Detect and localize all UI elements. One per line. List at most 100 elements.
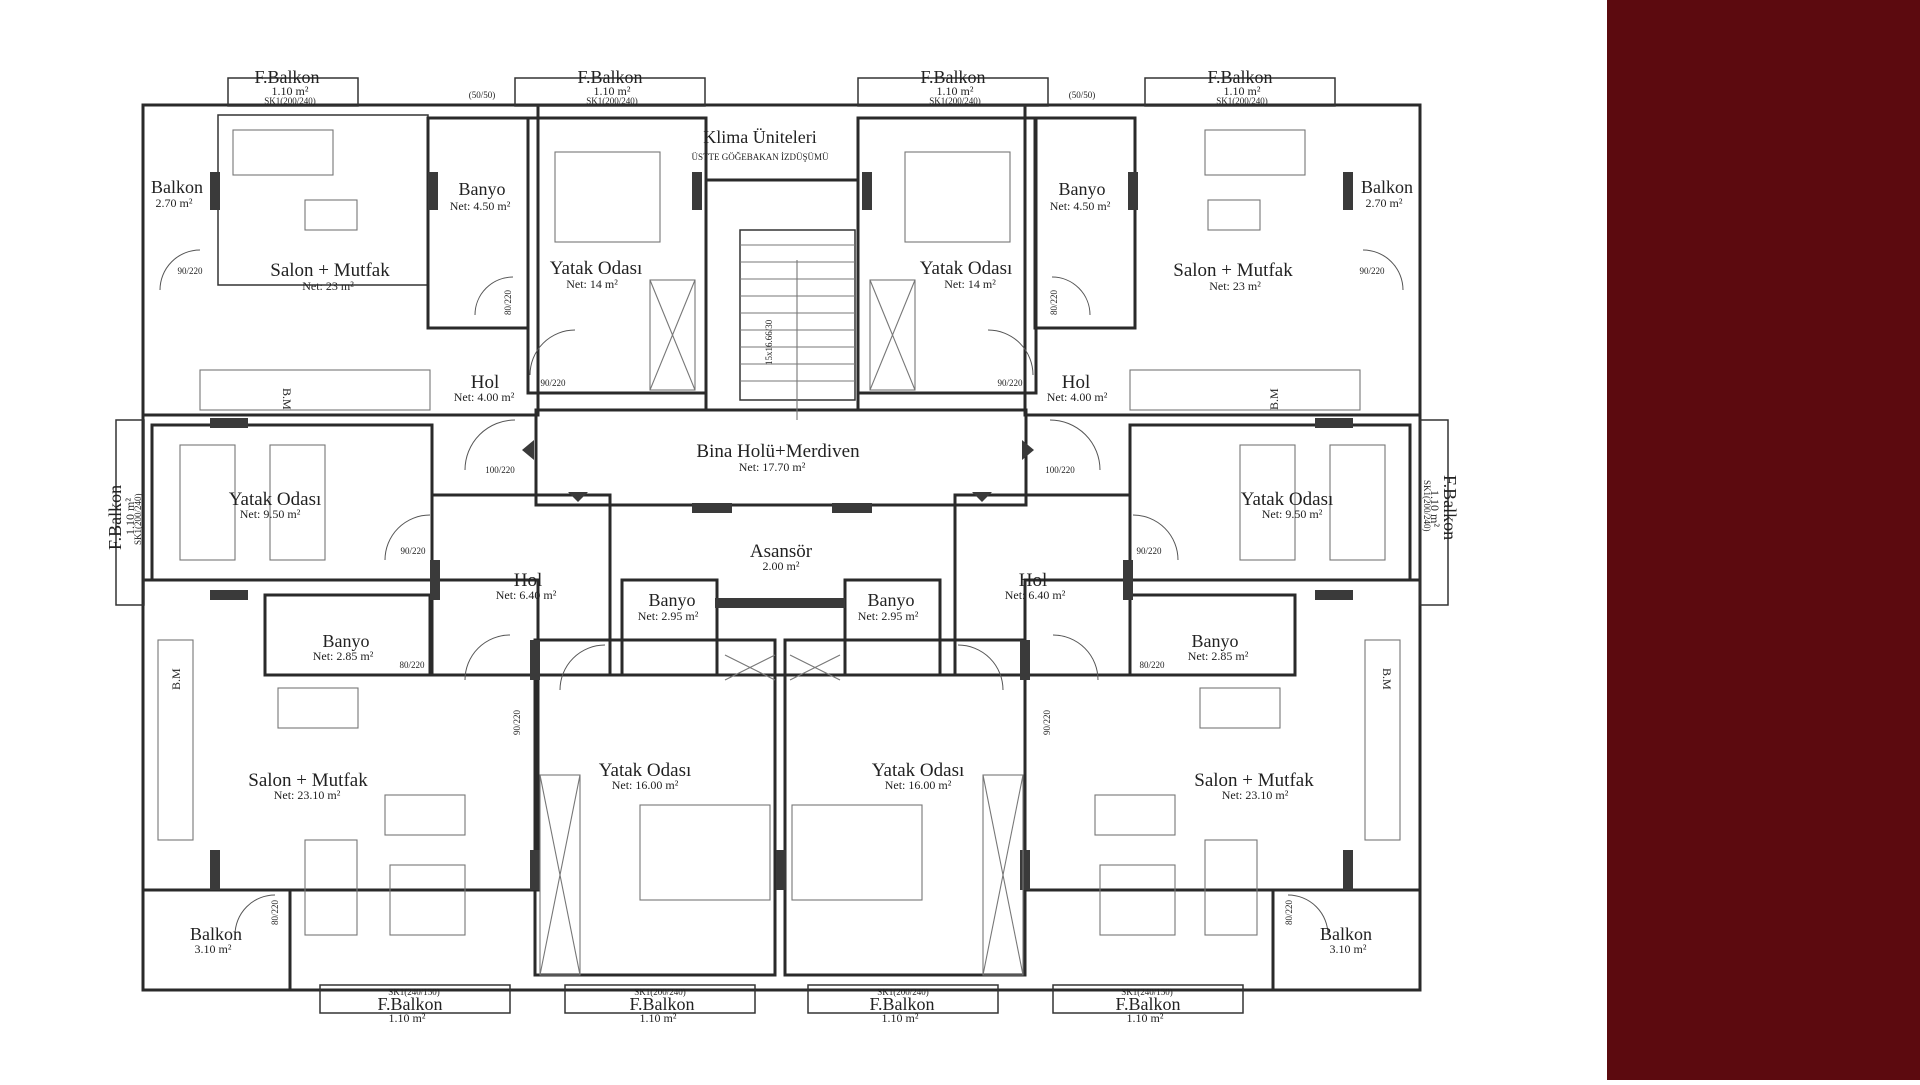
door-swings: [159, 249, 1404, 936]
banyo-cr-area: Net: 2.95 m²: [858, 609, 919, 623]
furniture: [157, 129, 1401, 976]
walls: [141, 103, 1422, 992]
door-code-1: 90/220: [177, 266, 203, 276]
fbalkon-top-4-code: SK1(200/240): [1216, 96, 1268, 106]
hol-tr-name: Hol: [1062, 372, 1091, 393]
bina-holu-area: Net: 17.70 m²: [739, 460, 806, 474]
elevator-shaft: [724, 654, 841, 681]
fbalkon-bot-1-area: 1.10 m²: [389, 1011, 426, 1025]
balkon-tl-area: 2.70 m²: [156, 196, 193, 210]
door-code-4: 80/220: [1049, 289, 1059, 315]
banyo-tr-name: Banyo: [1059, 179, 1106, 199]
stair-note: 15x16.66/30: [764, 319, 774, 365]
door-code-13: 90/220: [512, 709, 522, 735]
salon-tl-name: Salon + Mutfak: [270, 260, 390, 281]
yatak-br-name: Yatak Odası: [872, 760, 965, 781]
salon-br-area: Net: 23.10 m²: [1222, 788, 1289, 802]
bm-label-tr: B.M: [1267, 388, 1281, 410]
hol-tl-area: Net: 4.00 m²: [454, 390, 515, 404]
fbalkon-l-area: 1.10 m²: [123, 498, 137, 535]
floor-plan: 15x16.66/30: [105, 67, 1460, 1025]
balkon-br-area: 3.10 m²: [1330, 942, 1367, 956]
door-code-15: 80/220: [270, 899, 280, 925]
fbalkon-top-4-area: 1.10 m²: [1224, 84, 1261, 98]
door-code-8: 100/220: [1045, 465, 1075, 475]
yatak-ml-name: Yatak Odası: [229, 489, 322, 510]
balkon-br-name: Balkon: [1320, 924, 1372, 944]
salon-bl-area: Net: 23.10 m²: [274, 788, 341, 802]
yatak-br-area: Net: 16.00 m²: [885, 778, 952, 792]
yatak-ml-area: Net: 9.50 m²: [240, 507, 301, 521]
hol-mr-name: Hol: [1019, 570, 1048, 591]
fbalkon-top-3-area: 1.10 m²: [937, 84, 974, 98]
entry-arrows: [522, 440, 1034, 502]
banyo-ml-name: Banyo: [323, 631, 370, 651]
salon-bl-name: Salon + Mutfak: [248, 770, 368, 791]
balconies: [115, 77, 1449, 1014]
fbalkon-top-2-code: SK1(200/240): [586, 96, 638, 106]
fbalkon-top-2-name: F.Balkon: [577, 67, 642, 87]
fbalkon-bot-1-name: F.Balkon: [377, 994, 442, 1014]
hol-mr-area: Net: 6.40 m²: [1005, 588, 1066, 602]
salon-tr-area: Net: 23 m²: [1209, 279, 1261, 293]
asansor-name: Asansör: [750, 541, 813, 562]
fbalkon-bot-4-area: 1.10 m²: [1127, 1011, 1164, 1025]
fbalkon-r-name: F.Balkon: [1440, 475, 1460, 540]
fbalkon-top-3-code: SK1(200/240): [929, 96, 981, 106]
banyo-mr-name: Banyo: [1192, 631, 1239, 651]
yatak-tr-area: Net: 14 m²: [944, 277, 996, 291]
banyo-ml-area: Net: 2.85 m²: [313, 649, 374, 663]
balkon-bl-area: 3.10 m²: [195, 942, 232, 956]
salon-tl-area: Net: 23 m²: [302, 279, 354, 293]
door-code-14: 90/220: [1042, 709, 1052, 735]
salon-br-name: Salon + Mutfak: [1194, 770, 1314, 791]
bm-label-br: B.M: [1380, 668, 1394, 690]
fbalkon-l-name: F.Balkon: [105, 485, 125, 550]
salon-tr-name: Salon + Mutfak: [1173, 260, 1293, 281]
banyo-tl-area: Net: 4.50 m²: [450, 199, 511, 213]
floor-plan-drawing: 15x16.66/30: [105, 67, 1460, 1025]
door-code-11: 80/220: [399, 660, 425, 670]
banyo-tl-name: Banyo: [459, 179, 506, 199]
banyo-cl-area: Net: 2.95 m²: [638, 609, 699, 623]
yatak-tr-name: Yatak Odası: [920, 258, 1013, 279]
yatak-bl-name: Yatak Odası: [599, 760, 692, 781]
fbalkon-top-1-area: 1.10 m²: [272, 84, 309, 98]
staircase: 15x16.66/30: [739, 229, 856, 420]
balkon-tr-name: Balkon: [1361, 177, 1413, 197]
fbalkon-bot-4-name: F.Balkon: [1115, 994, 1180, 1014]
window-code-left: (50/50): [469, 90, 496, 100]
asansor-area: 2.00 m²: [763, 559, 800, 573]
door-code-12: 80/220: [1139, 660, 1165, 670]
klima-label: Klima Üniteleri: [703, 127, 816, 147]
yatak-tl-name: Yatak Odası: [550, 258, 643, 279]
fbalkon-r-area: 1.10 m²: [1428, 490, 1442, 527]
fbalkon-bot-2-area: 1.10 m²: [640, 1011, 677, 1025]
bina-holu-name: Bina Holü+Merdiven: [696, 441, 860, 462]
fbalkon-l-code: SK1(200/240): [133, 493, 143, 545]
fbalkon-top-3-name: F.Balkon: [920, 67, 985, 87]
columns: [210, 172, 1353, 890]
fbalkon-bot-3-area: 1.10 m²: [882, 1011, 919, 1025]
fbalkon-bot-1-code: SK1(240/150): [388, 987, 440, 997]
side-panel: [1607, 0, 1920, 1080]
door-code-7: 100/220: [485, 465, 515, 475]
balkon-tr-area: 2.70 m²: [1366, 196, 1403, 210]
fbalkon-top-1-name: F.Balkon: [254, 67, 319, 87]
banyo-cl-name: Banyo: [649, 590, 696, 610]
klima-note: ÜSTTE GÖĞEBAKAN İZDÜŞÜMÜ: [692, 152, 829, 162]
hol-tr-area: Net: 4.00 m²: [1047, 390, 1108, 404]
yatak-tl-area: Net: 14 m²: [566, 277, 618, 291]
hol-tl-name: Hol: [471, 372, 500, 393]
fbalkon-top-4-name: F.Balkon: [1207, 67, 1272, 87]
balkon-tl-name: Balkon: [151, 177, 203, 197]
banyo-cr-name: Banyo: [868, 590, 915, 610]
fbalkon-bot-2-code: SK1(200/240): [634, 987, 686, 997]
door-code-3: 80/220: [503, 289, 513, 315]
bm-label-bl: B.M: [169, 668, 183, 690]
door-code-10: 90/220: [1136, 546, 1162, 556]
hol-ml-name: Hol: [514, 570, 543, 591]
window-code-right: (50/50): [1069, 90, 1096, 100]
door-code-9: 90/220: [400, 546, 426, 556]
banyo-tr-area: Net: 4.50 m²: [1050, 199, 1111, 213]
